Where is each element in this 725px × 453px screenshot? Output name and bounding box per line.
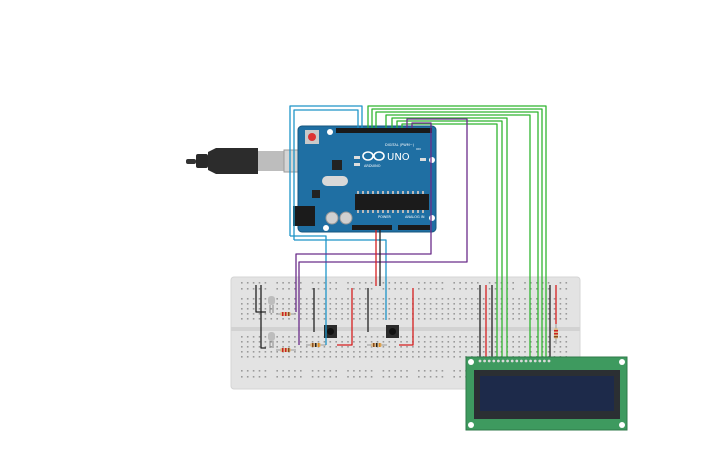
board-model: UNO <box>387 152 410 163</box>
usb-cable-icon[interactable] <box>186 148 307 174</box>
wire-green[interactable] <box>391 117 508 358</box>
lcd-pin-header <box>478 359 551 363</box>
led-icon[interactable] <box>268 332 275 348</box>
wire-green[interactable] <box>396 120 503 358</box>
pushbutton-icon[interactable] <box>324 325 337 338</box>
wire-red[interactable] <box>337 288 353 346</box>
power-pins-label: POWER <box>378 215 392 219</box>
led-icon[interactable] <box>268 296 275 313</box>
wire-green[interactable] <box>367 105 547 358</box>
pushbutton-icon[interactable] <box>386 325 399 338</box>
analog-header <box>398 225 430 230</box>
digital-pins-label: DIGITAL (PWM~) <box>385 143 415 147</box>
wire-green[interactable] <box>375 111 539 358</box>
lcd-screen <box>480 376 614 411</box>
resistor-icon[interactable] <box>276 312 296 316</box>
resistor-icon[interactable] <box>306 343 326 347</box>
resistor-icon[interactable] <box>554 324 558 344</box>
lcd-module[interactable] <box>465 356 628 431</box>
wire-green[interactable] <box>385 114 531 358</box>
on-led-label: ON <box>416 147 421 151</box>
board-brand: ARDUINO <box>364 164 381 168</box>
wire-teal[interactable] <box>293 109 359 240</box>
power-header <box>352 225 392 230</box>
arduino-board[interactable]: UNO ARDUINO DIGITAL (PWM~) POWER ANALOG … <box>293 125 437 233</box>
wire-purple[interactable] <box>298 118 468 345</box>
resistor-icon[interactable] <box>367 343 387 347</box>
atmega-chip <box>355 194 429 210</box>
breadboard-holes <box>241 282 568 378</box>
arduino-logo-icon <box>362 151 385 161</box>
analog-pins-label: ANALOG IN <box>405 215 425 219</box>
reset-button-icon[interactable] <box>305 130 319 144</box>
wire-green[interactable] <box>401 123 498 358</box>
wire-teal[interactable] <box>289 105 363 236</box>
wire-black[interactable] <box>260 285 266 349</box>
digital-header <box>336 128 432 133</box>
wire-purple[interactable] <box>295 122 432 312</box>
wire-teal[interactable] <box>294 239 387 320</box>
wire-red[interactable] <box>399 288 414 346</box>
resistor-icon[interactable] <box>276 348 296 352</box>
wire-teal[interactable] <box>290 235 327 345</box>
power-jack <box>293 206 315 226</box>
wire-green[interactable] <box>371 108 543 358</box>
wire-black[interactable] <box>255 285 266 313</box>
